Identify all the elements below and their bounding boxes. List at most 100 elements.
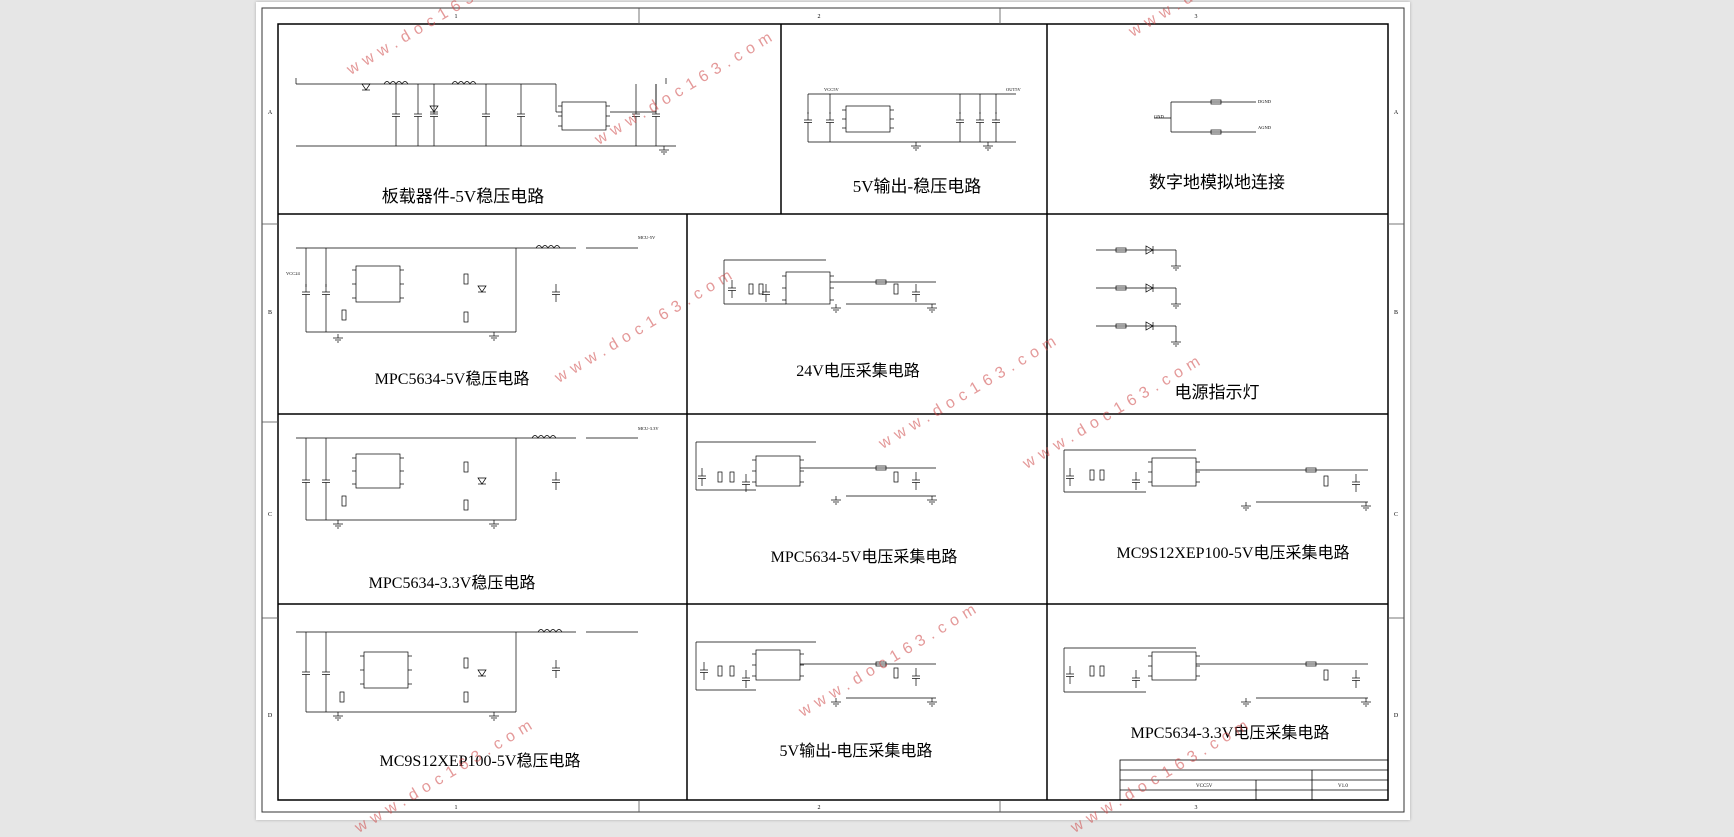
zone-letter-left-d: D — [268, 713, 273, 719]
inductor — [535, 245, 561, 249]
resistor — [1099, 665, 1105, 677]
resistor — [339, 691, 345, 703]
resistor — [463, 311, 469, 323]
ic-chip — [561, 101, 607, 131]
zone-letter-right-c: C — [1394, 512, 1398, 518]
zone-letter-left-c: C — [268, 512, 272, 518]
resistor — [1115, 285, 1127, 291]
net-label: GND — [1154, 114, 1164, 119]
resistor — [1305, 661, 1317, 667]
resistor — [748, 283, 754, 295]
resistor — [717, 471, 723, 483]
diode — [477, 477, 487, 485]
zone-number-top-3: 3 — [1195, 14, 1198, 20]
section-title: MC9S12XEP100-5V电压采集电路 — [1117, 544, 1350, 562]
zone-number-top-1: 1 — [455, 14, 458, 20]
resistor — [1323, 669, 1329, 681]
zone-letter-right-d: D — [1394, 713, 1399, 719]
ic-chip — [845, 105, 891, 133]
resistor — [875, 465, 887, 471]
resistor — [463, 499, 469, 511]
schematic-canvas: 1 2 3 1 2 3 A B C D A B C D 板载器件-5V稳压电路 … — [261, 7, 1405, 813]
diode — [477, 669, 487, 677]
net-label: MCU-5V — [638, 235, 656, 240]
inductor — [383, 81, 409, 85]
ic-chip — [1151, 651, 1197, 681]
net-label: VCC5V — [824, 87, 840, 92]
outer-frame — [261, 7, 1405, 813]
inner-frame — [277, 23, 1389, 801]
section-title: MC9S12XEP100-5V稳压电路 — [380, 752, 581, 770]
resistor — [463, 273, 469, 285]
resistor — [893, 471, 899, 483]
net-label: MCU-3.3V — [638, 426, 659, 431]
resistor — [463, 461, 469, 473]
diode — [477, 285, 487, 293]
resistor — [717, 665, 723, 677]
resistor — [729, 471, 735, 483]
led — [1145, 245, 1154, 255]
title-block — [1119, 759, 1389, 801]
section-title: 板载器件-5V稳压电路 — [382, 187, 544, 206]
resistor — [893, 667, 899, 679]
zone-letter-left-a: A — [268, 110, 273, 116]
ic-chip — [363, 651, 409, 689]
section-title: MPC5634-5V电压采集电路 — [771, 548, 958, 566]
zone-letter-left-b: B — [268, 310, 272, 316]
resistor — [463, 657, 469, 669]
zone-number-bottom-3: 3 — [1195, 805, 1198, 811]
resistor — [875, 661, 887, 667]
ic-chip — [785, 271, 831, 305]
resistor — [1305, 467, 1317, 473]
resistor — [341, 495, 347, 507]
ic-chip — [355, 453, 401, 489]
title-block-version: V1.0 — [1338, 784, 1348, 789]
section-title: MPC5634-5V稳压电路 — [375, 370, 530, 388]
ic-chip — [755, 455, 801, 487]
resistor — [1210, 99, 1222, 105]
resistor — [1323, 475, 1329, 487]
net-label: DGND — [1258, 99, 1272, 104]
title-block-sheet: VCC5V — [1196, 784, 1213, 789]
ic-chip — [355, 265, 401, 303]
section-title: 5V输出-稳压电路 — [853, 177, 981, 196]
section-title: 24V电压采集电路 — [796, 362, 920, 380]
resistor — [1210, 129, 1222, 135]
section-title: MPC5634-3.3V稳压电路 — [369, 574, 536, 592]
section-title: 电源指示灯 — [1175, 383, 1260, 402]
net-label: AGND — [1258, 125, 1272, 130]
net-label: OUT5V — [1006, 87, 1021, 92]
zone-number-bottom-1: 1 — [455, 805, 458, 811]
resistor — [1099, 469, 1105, 481]
resistor — [729, 665, 735, 677]
section-title: 数字地模拟地连接 — [1149, 173, 1285, 192]
section-title: 5V输出-电压采集电路 — [780, 742, 933, 760]
resistor — [1089, 469, 1095, 481]
ic-chip — [755, 649, 801, 681]
zone-number-bottom-2: 2 — [818, 805, 821, 811]
resistor — [893, 283, 899, 295]
section-title: MPC5634-3.3V电压采集电路 — [1131, 724, 1330, 742]
resistor — [463, 691, 469, 703]
resistor — [1115, 247, 1127, 253]
zone-ticks — [262, 8, 1404, 812]
led — [1145, 283, 1154, 293]
resistor — [1115, 323, 1127, 329]
inductor — [451, 81, 477, 85]
led — [1145, 321, 1154, 331]
inductor — [531, 435, 557, 439]
ic-chip — [1151, 457, 1197, 487]
zone-letter-right-b: B — [1394, 310, 1398, 316]
section-dividers — [278, 24, 1388, 800]
zone-letter-right-a: A — [1394, 110, 1399, 116]
inductor — [537, 629, 563, 633]
resistor — [758, 283, 764, 295]
resistor — [1089, 665, 1095, 677]
resistor — [875, 279, 887, 285]
diode — [361, 83, 371, 91]
zone-number-top-2: 2 — [818, 14, 821, 20]
resistor — [341, 309, 347, 321]
net-label: VCC24 — [286, 271, 301, 276]
circuit-drawings — [295, 78, 1371, 721]
schematic-sheet: 1 2 3 1 2 3 A B C D A B C D 板载器件-5V稳压电路 … — [256, 0, 1410, 837]
